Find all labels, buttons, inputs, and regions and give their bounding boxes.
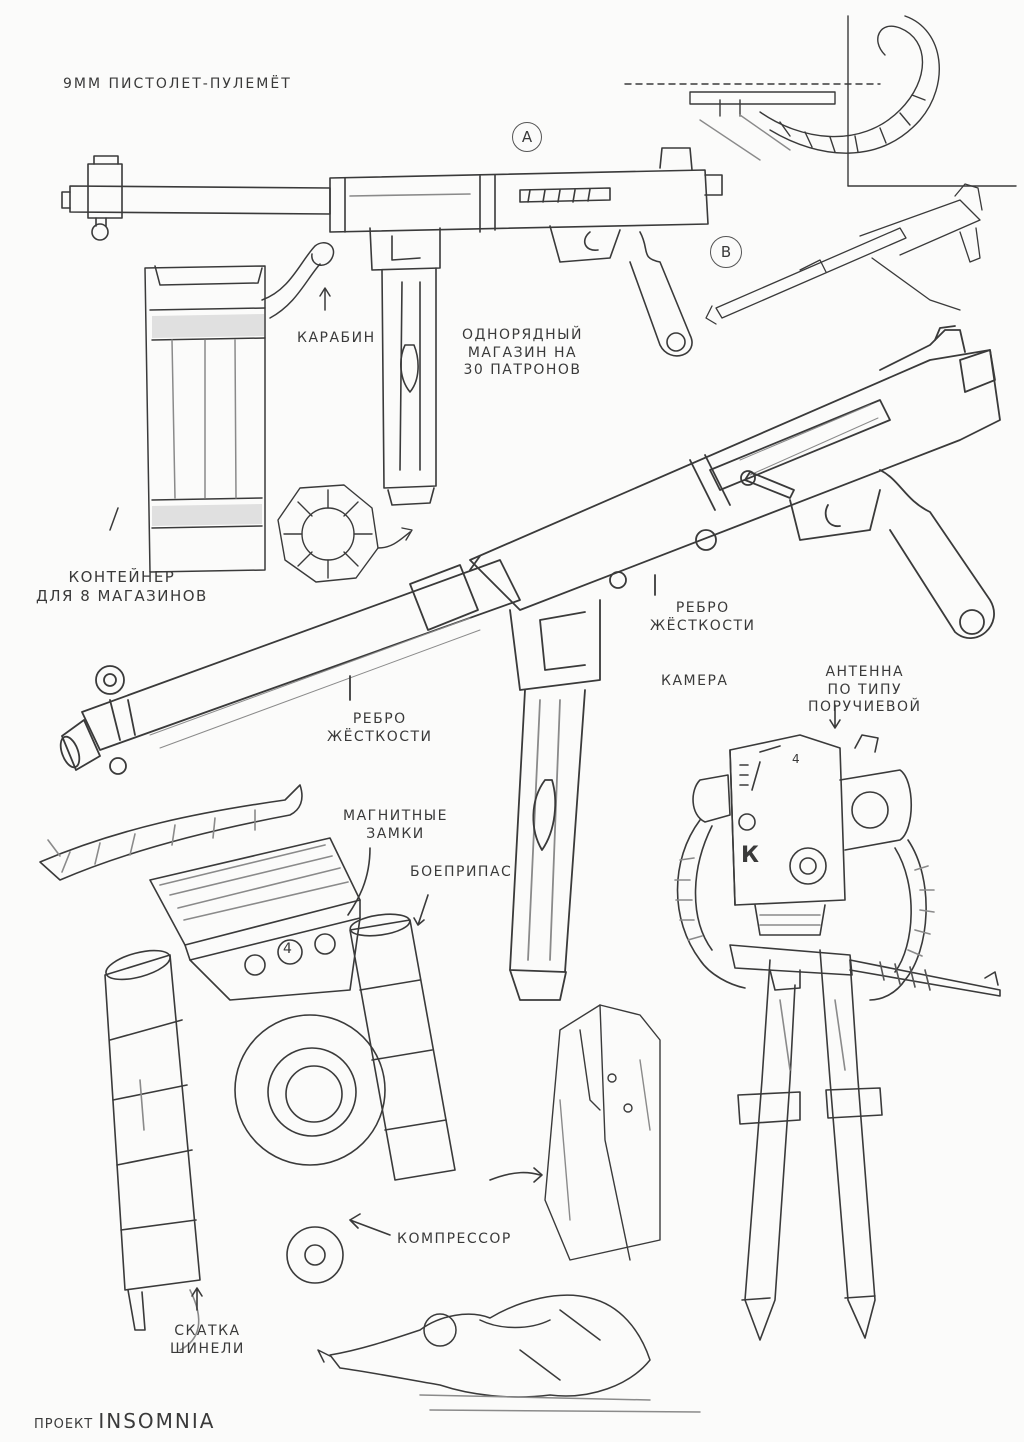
smg-side-view-b [705, 183, 983, 325]
footer-project-name: Insomnia [98, 1409, 216, 1433]
uniform-jacket [544, 1004, 661, 1261]
label-greatcoat-line-1: скатка [174, 1323, 241, 1339]
sheet-title: 9мм пистолет-пулемёт [63, 76, 292, 92]
label-rib-lower-line-2: жёсткости [327, 728, 433, 745]
walker-robot [674, 704, 1001, 1341]
robot-letter-mark: К [741, 843, 759, 868]
label-rib-upper-line-2: жёсткости [650, 617, 756, 634]
label-magnetic-locks: магнитные замки [343, 808, 448, 843]
smg-main-large [59, 325, 1001, 1001]
label-rib-upper: ребро жёсткости [650, 600, 756, 635]
label-container-line-2: для 8 магазинов [36, 586, 208, 605]
camera-number-mark: 4 [792, 752, 800, 766]
label-magazine-line-3: 30 патронов [463, 362, 582, 378]
label-antenna-line-2: по типу [827, 681, 903, 698]
label-antenna-line-3: поручиевой [808, 699, 922, 715]
label-antenna-line-1: антенна [825, 664, 905, 680]
label-greatcoat-roll: скатка шинели [170, 1323, 245, 1358]
footer-project: проект Insomnia [34, 1409, 215, 1434]
label-rib-lower-line-1: ребро [352, 711, 407, 727]
label-rib-lower: ребро жёсткости [327, 711, 433, 746]
label-ammo: боеприпас [410, 864, 513, 880]
label-greatcoat-line-2: шинели [170, 1340, 245, 1357]
footer-prefix: проект [34, 1417, 94, 1432]
magazine-container [109, 242, 335, 573]
label-rib-upper-line-1: ребро [675, 600, 730, 616]
lying-soldier-figure [317, 1294, 701, 1413]
view-marker-a: А [512, 122, 542, 152]
label-container-line-1: контейнер [68, 568, 176, 586]
label-magazine: однорядный магазин на 30 патронов [462, 327, 583, 380]
label-magazine-line-1: однорядный [462, 327, 583, 343]
label-compressor: компрессор [397, 1231, 512, 1247]
smg-side-view-top [61, 147, 723, 506]
backpack-number-mark: 4 [283, 941, 292, 957]
view-marker-b: В [710, 236, 742, 268]
ammo-backpack [39, 784, 543, 1351]
container-end-view [277, 484, 413, 583]
label-container: контейнер для 8 магазинов [36, 568, 208, 606]
label-magnetic-locks-line-1: магнитные [343, 808, 448, 824]
label-antenna: антенна по типу поручиевой [808, 664, 922, 717]
label-magazine-line-2: магазин на [467, 344, 578, 361]
inset-barrel-detail [624, 15, 1017, 187]
label-magnetic-locks-line-2: замки [366, 825, 425, 842]
label-camera: камера [661, 673, 729, 689]
label-carabiners: карабин [297, 330, 376, 346]
